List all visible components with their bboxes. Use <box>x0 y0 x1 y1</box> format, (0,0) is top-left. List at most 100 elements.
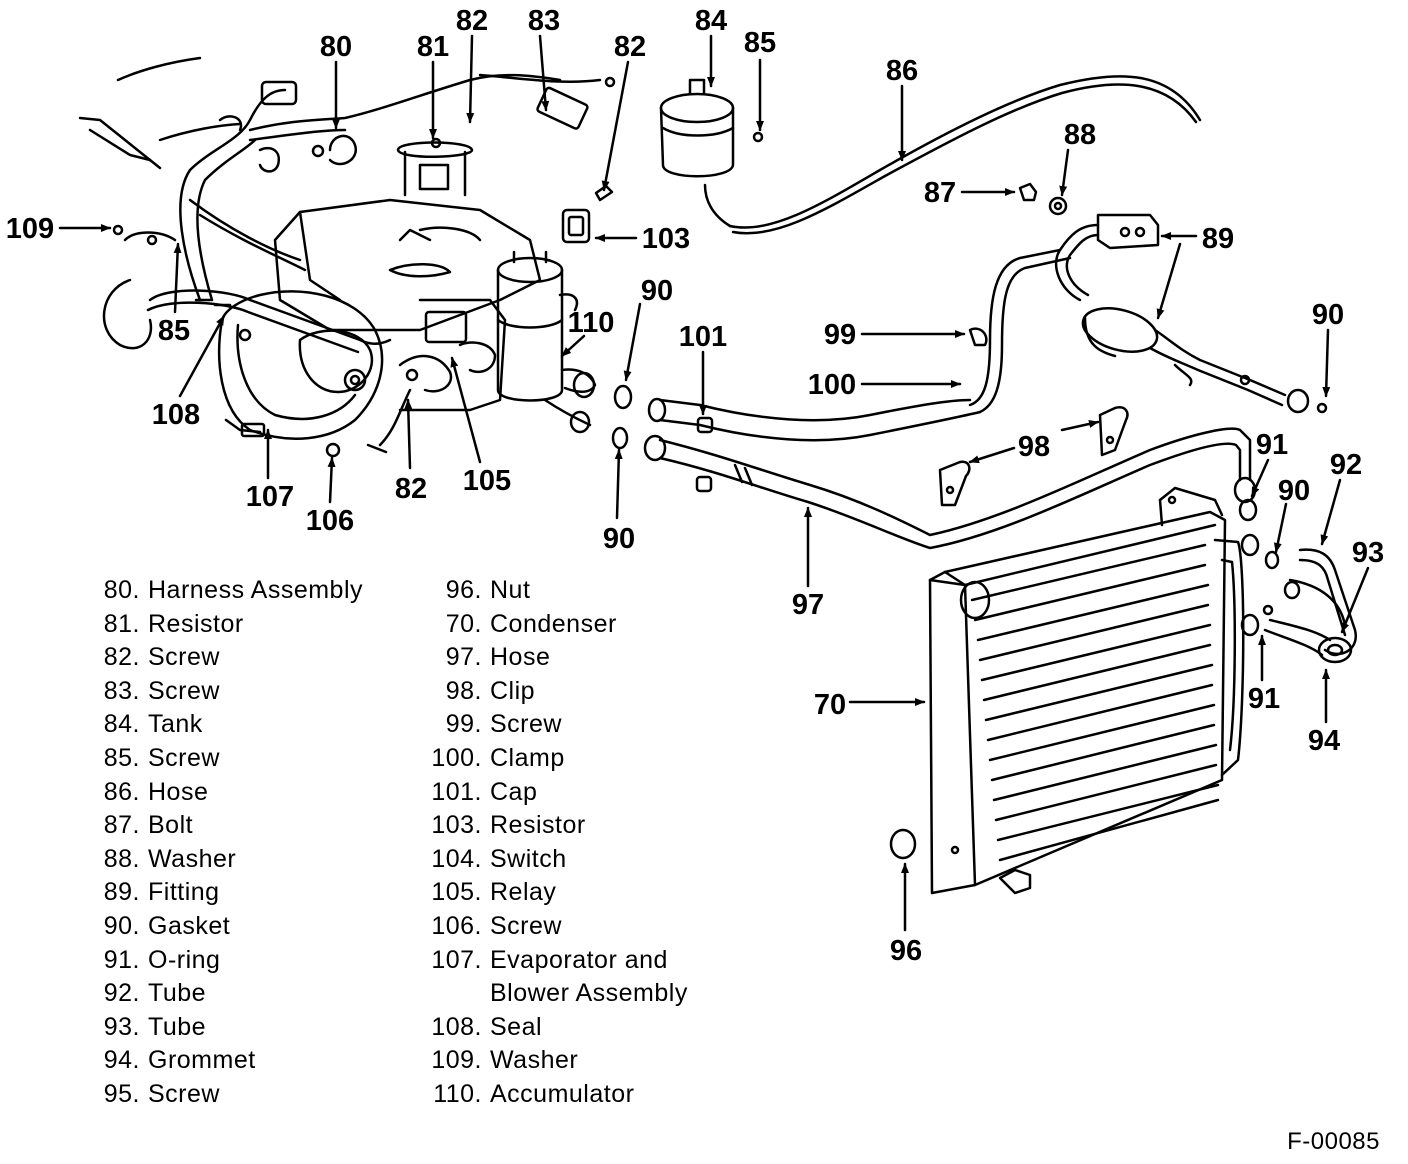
legend-number: 70. <box>445 609 482 638</box>
clips-98 <box>938 406 1129 507</box>
legend-label: Evaporator and <box>490 945 668 974</box>
legend-row: 88. Washer <box>78 843 418 877</box>
legend-number: 97. <box>445 643 482 672</box>
legend-row: 106.Screw <box>420 910 760 944</box>
legend-label: Resistor <box>148 609 244 638</box>
callout-99: 99 <box>824 319 856 351</box>
callout-107: 107 <box>246 481 294 513</box>
legend-label: Gasket <box>148 911 231 940</box>
legend-number: 89. <box>103 878 140 907</box>
callout-98: 98 <box>1018 431 1050 463</box>
legend-number: 107. <box>431 945 482 974</box>
callout-97: 97 <box>792 589 824 621</box>
legend-number: 88. <box>103 844 140 873</box>
legend-number: 104. <box>431 844 482 873</box>
legend-number <box>420 977 490 1011</box>
legend-row: 70. Condenser <box>420 608 760 642</box>
callout-88: 88 <box>1064 119 1096 151</box>
legend-label: Clip <box>490 676 536 705</box>
legend-number: 98. <box>445 676 482 705</box>
legend-row: 87.Bolt <box>78 809 418 843</box>
legend-row: 103.Resistor <box>420 809 760 843</box>
leader-lines <box>58 34 1370 932</box>
washer-109-clamp <box>102 224 177 350</box>
legend-label: Hose <box>148 777 209 806</box>
resistor-103 <box>561 184 614 244</box>
legend-number: 108. <box>431 1012 482 1041</box>
legend-label: Resistor <box>490 811 586 840</box>
legend-number: 93. <box>103 1012 140 1041</box>
legend-label: Clamp <box>490 743 565 772</box>
legend-number: 99. <box>445 710 482 739</box>
legend-row: 99. Screw <box>420 708 760 742</box>
legend-row: 89.Fitting <box>78 876 418 910</box>
hose-97 <box>611 426 1257 550</box>
legend-number: 85. <box>103 743 140 772</box>
callout-87: 87 <box>924 177 956 209</box>
legend-row: 110.Accumulator <box>420 1078 760 1112</box>
legend-label: Harness Assembly <box>148 576 364 604</box>
legend-number: 96. <box>445 576 482 604</box>
legend-label: Screw <box>490 710 562 739</box>
legend-row: 91.O-ring <box>78 944 418 978</box>
legend-label: Washer <box>148 844 237 873</box>
legend-label: Grommet <box>148 1046 256 1075</box>
callout-90-b: 90 <box>1312 299 1344 331</box>
bolt-87-washer-88 <box>1018 182 1068 216</box>
legend-number: 81. <box>103 609 140 638</box>
legend-row: 97. Hose <box>420 641 760 675</box>
legend-number: 90. <box>103 911 140 940</box>
callout-100: 100 <box>808 369 856 401</box>
legend-row: 98. Clip <box>420 675 760 709</box>
callout-96: 96 <box>890 935 922 967</box>
callout-103: 103 <box>642 223 690 255</box>
callout-105: 105 <box>463 465 511 497</box>
legend-label: Tube <box>148 979 207 1008</box>
callout-108: 108 <box>152 399 200 431</box>
legend-label: Washer <box>490 1046 579 1075</box>
hose-86 <box>728 75 1202 235</box>
legend-label: Blower Assembly <box>490 979 688 1008</box>
legend-label: Screw <box>148 743 220 772</box>
legend-row: 96. Nut <box>420 574 760 608</box>
callout-labels: 80 81 82 83 82 84 85 86 88 87 89 109 103… <box>6 5 1384 967</box>
seal-108 <box>146 289 392 354</box>
legend-label: Condenser <box>490 609 617 638</box>
figure-code: F-00085 <box>1287 1128 1380 1155</box>
legend-row: 105.Relay <box>420 876 760 910</box>
callout-89: 89 <box>1202 223 1234 255</box>
legend-row: 93. Tube <box>78 1011 418 1045</box>
callout-83: 83 <box>528 5 560 37</box>
legend-label: Screw <box>490 911 562 940</box>
legend-number: 101. <box>431 777 482 806</box>
legend-number: 80. <box>103 576 140 604</box>
legend-label: Tank <box>148 710 203 739</box>
callout-82-right: 82 <box>614 31 646 63</box>
legend-number: 110. <box>433 1079 482 1108</box>
callout-85-top: 85 <box>744 27 776 59</box>
legend-row: 100.Clamp <box>420 742 760 776</box>
legend-label: Switch <box>490 844 567 873</box>
callout-80: 80 <box>320 31 352 63</box>
callout-86: 86 <box>886 55 918 87</box>
legend-number: 82. <box>103 643 140 672</box>
legend-row: Blower Assembly <box>420 977 760 1011</box>
callout-91-b: 91 <box>1248 683 1280 715</box>
harness-assembly <box>179 73 616 302</box>
legend-row: 107. Evaporator and <box>420 944 760 978</box>
legend-number: 84. <box>103 710 140 739</box>
legend-row: 81. Resistor <box>78 608 418 642</box>
accumulator-110 <box>496 250 597 434</box>
legend-row: 109.Washer <box>420 1044 760 1078</box>
body-outline <box>78 56 242 170</box>
legend-row: 85. Screw <box>78 742 418 776</box>
legend-label: Seal <box>490 1012 543 1041</box>
callout-90-c: 90 <box>1278 475 1310 507</box>
legend-row: 95.Screw <box>78 1078 418 1112</box>
legend-label: Tube <box>148 1012 207 1041</box>
callout-94: 94 <box>1308 725 1340 757</box>
legend-label: Nut <box>490 576 531 604</box>
legend-row: 101.Cap <box>420 776 760 810</box>
legend-label: Hose <box>490 643 551 672</box>
